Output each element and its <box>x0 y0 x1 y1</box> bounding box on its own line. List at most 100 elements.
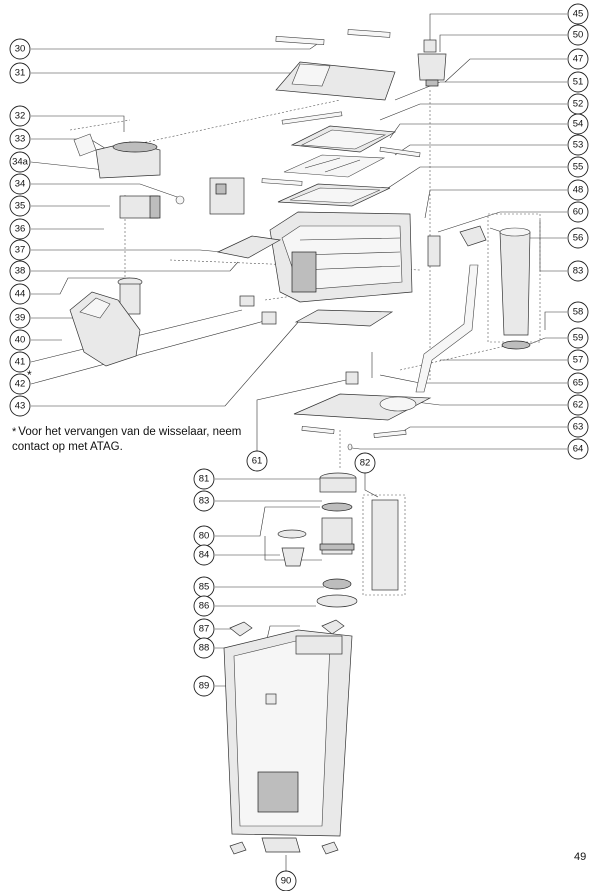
valve-part <box>423 39 437 53</box>
svg-text:61: 61 <box>252 456 263 467</box>
callout-33: 33 <box>9 128 31 150</box>
strip-part <box>275 36 325 45</box>
callout-57: 57 <box>567 349 589 371</box>
parts <box>69 29 531 855</box>
svg-text:83: 83 <box>573 266 584 277</box>
gas-valve-part <box>209 177 245 215</box>
callout-47: 47 <box>567 48 589 70</box>
siphon-hose-part <box>415 264 479 393</box>
svg-text:32: 32 <box>15 111 26 122</box>
callout-51: 51 <box>567 71 589 93</box>
callout-88: 88 <box>193 637 215 659</box>
svg-text:34: 34 <box>15 179 26 190</box>
svg-text:63: 63 <box>573 422 584 433</box>
svg-text:60: 60 <box>573 207 584 218</box>
svg-text:59: 59 <box>573 333 584 344</box>
callout-36: 36 <box>9 218 31 240</box>
callout-83-upper: 83 <box>567 260 589 282</box>
callout-87: 87 <box>193 618 215 640</box>
svg-text:50: 50 <box>573 30 584 41</box>
svg-text:35: 35 <box>15 201 26 212</box>
callout-90: 90 <box>275 870 297 891</box>
svg-text:31: 31 <box>15 68 26 79</box>
svg-text:36: 36 <box>15 224 26 235</box>
callout-50: 50 <box>567 24 589 46</box>
svg-text:65: 65 <box>573 378 584 389</box>
svg-text:38: 38 <box>15 266 26 277</box>
callout-34: 34 <box>9 173 31 195</box>
callout-44: 44 <box>9 283 31 305</box>
svg-text:47: 47 <box>573 54 584 65</box>
callout-43: 43 <box>9 395 31 417</box>
callout-81: 81 <box>193 468 215 490</box>
callout-39: 39 <box>9 307 31 329</box>
svg-text:81: 81 <box>199 474 210 485</box>
svg-text:51: 51 <box>573 77 584 88</box>
note-asterisk: * <box>12 426 17 438</box>
svg-text:90: 90 <box>281 876 292 887</box>
callout-32: 32 <box>9 105 31 127</box>
callout-65: 65 <box>567 372 589 394</box>
svg-text:42: 42 <box>15 379 26 390</box>
callout-85: 85 <box>193 576 215 598</box>
callout-82: 82 <box>354 452 376 474</box>
svg-text:37: 37 <box>15 245 26 256</box>
svg-text:88: 88 <box>199 643 210 654</box>
callout-42: 42 <box>9 373 31 395</box>
callout-34a: 34a <box>9 151 31 173</box>
replacement-note: *Voor het vervangen van de wisselaar, ne… <box>12 425 252 455</box>
bottom-bracket-part <box>261 837 301 853</box>
svg-text:89: 89 <box>199 681 210 692</box>
callout-80: 80 <box>193 525 215 547</box>
callout-52: 52 <box>567 93 589 115</box>
callout-63: 63 <box>567 416 589 438</box>
svg-text:80: 80 <box>199 531 210 542</box>
svg-text:54: 54 <box>573 119 584 130</box>
svg-text:58: 58 <box>573 307 584 318</box>
strip-part <box>347 29 391 38</box>
callout-62: 62 <box>567 394 589 416</box>
callouts: 30 31 32 33 34a 34 35 36 37 38 44 39 40 … <box>9 3 589 891</box>
svg-text:48: 48 <box>573 185 584 196</box>
svg-text:83: 83 <box>199 496 210 507</box>
callout-40: 40 <box>9 329 31 351</box>
callout-38: 38 <box>9 260 31 282</box>
callout-31: 31 <box>9 62 31 84</box>
svg-text:86: 86 <box>199 601 210 612</box>
callout-45: 45 <box>567 3 589 25</box>
callout-30: 30 <box>9 38 31 60</box>
svg-text:45: 45 <box>573 9 584 20</box>
callout-56: 56 <box>567 227 589 249</box>
svg-text:30: 30 <box>15 44 26 55</box>
callout-55: 55 <box>567 156 589 178</box>
flue-pipe-part <box>371 499 399 591</box>
svg-text:41: 41 <box>15 357 26 368</box>
callout-54: 54 <box>567 113 589 135</box>
asterisk-marker: * <box>27 368 32 382</box>
svg-text:82: 82 <box>360 458 371 469</box>
svg-text:57: 57 <box>573 355 584 366</box>
callout-84: 84 <box>193 544 215 566</box>
svg-text:40: 40 <box>15 335 26 346</box>
callout-53: 53 <box>567 134 589 156</box>
page-number: 49 <box>574 851 587 863</box>
svg-text:53: 53 <box>573 140 584 151</box>
callout-61: 61 <box>246 450 268 472</box>
callout-89: 89 <box>193 675 215 697</box>
svg-text:52: 52 <box>573 99 584 110</box>
svg-text:33: 33 <box>15 134 26 145</box>
insulation-part <box>283 154 386 178</box>
svg-text:39: 39 <box>15 313 26 324</box>
callout-48: 48 <box>567 179 589 201</box>
callout-60: 60 <box>567 201 589 223</box>
svg-text:85: 85 <box>199 582 210 593</box>
svg-text:84: 84 <box>199 550 210 561</box>
svg-text:44: 44 <box>15 289 26 300</box>
svg-text:43: 43 <box>15 401 26 412</box>
callout-58: 58 <box>567 301 589 323</box>
svg-text:55: 55 <box>573 162 584 173</box>
callout-83-lower: 83 <box>193 490 215 512</box>
flue-tube-part <box>499 231 531 336</box>
svg-text:56: 56 <box>573 233 584 244</box>
